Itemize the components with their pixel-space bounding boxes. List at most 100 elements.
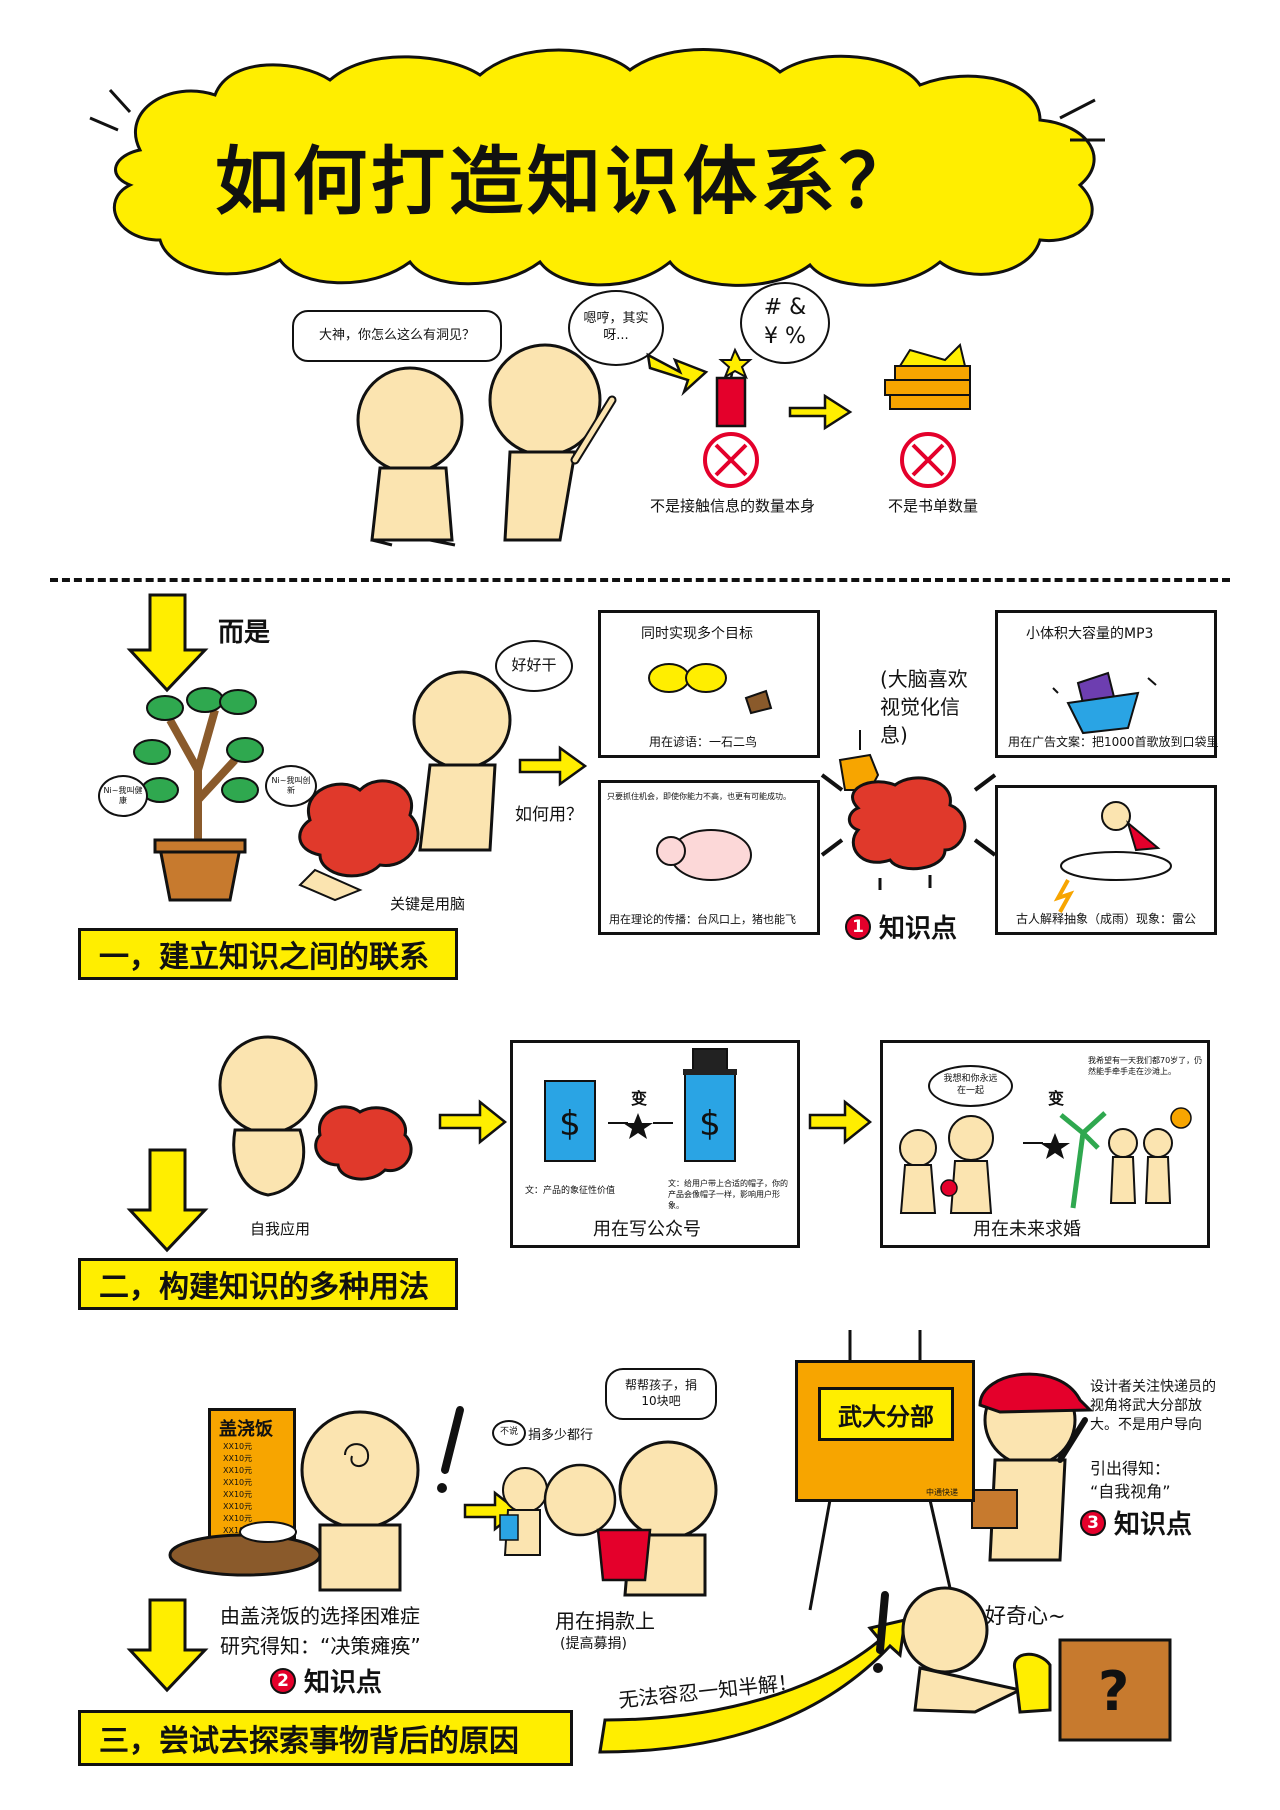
menu-item: XX10元 — [223, 1526, 253, 1535]
speech-bubble-propose-text: 我想和你永远在一起 — [943, 1074, 998, 1096]
section2-heading-text: 二，构建知识的多种用法 — [99, 1270, 429, 1305]
knowledge-point-3: 3 知识点 — [1080, 1504, 1192, 1541]
menu-item: XX10元 — [223, 1478, 253, 1487]
proposal-scene-icon — [899, 1107, 1192, 1214]
menu-item: XX10元 — [223, 1442, 253, 1451]
lead-out-1: 引出得知： — [1090, 1459, 1171, 1478]
panel-proposal: 我想和你永远在一起 变 我希望有一天我们都70岁了，仍然能手牵手走在沙滩上。 用… — [880, 1040, 1210, 1248]
speech-bubble-help-text: 帮帮孩子，捐10块吧 — [624, 1378, 697, 1408]
branch-sign-inner: 武大分部 — [818, 1387, 954, 1441]
section1-heading-text: 一，建立知识之间的联系 — [99, 940, 429, 975]
panel-wechat-caption: 用在写公众号 — [593, 1219, 701, 1240]
swear-symbols-line1: # & — [763, 295, 807, 321]
knowledge-point-2-label: 知识点 — [304, 1668, 383, 1698]
thunder-god-icon — [1053, 801, 1172, 913]
hat-text: 文：给用户带上合适的帽子，你的产品会像帽子一样，影响用户形象。 — [668, 1179, 788, 1210]
panel-birds-title: 同时实现多个目标 — [641, 626, 753, 642]
panel-mp3: 小体积大容量的MP3 用在广告文案：把1000首歌放到口袋里 — [995, 610, 1219, 758]
speech-bubble-question-text: 大神，你怎么这么有洞见？ — [318, 327, 475, 343]
speech-bubble-reply-text: 嗯哼，其实呀... — [583, 311, 649, 343]
page-title: 如何打造知识体系？ — [215, 139, 917, 225]
menu-item: XX10元 — [223, 1454, 253, 1463]
mystery-box-mark: ? — [1098, 1660, 1130, 1723]
menu-item: XX10元 — [223, 1514, 253, 1523]
caption-self-apply: 自我应用 — [250, 1220, 311, 1238]
hat-transformation-icon: $ $ — [544, 1048, 737, 1162]
mp3-pocket-icon — [1052, 671, 1157, 735]
speech-bubble-swearing: # & ¥ % — [740, 282, 830, 364]
knowledge-point-3-num: 3 — [1080, 1509, 1106, 1536]
speech-bubble-propose: 我想和你永远在一起 — [928, 1065, 1013, 1107]
tree-bubble-health-text: Ni~我叫健康 — [103, 785, 143, 805]
rice-caption-1: 由盖浇饭的选择困难症 — [220, 1604, 420, 1628]
panel-mp3-title: 小体积大容量的MP3 — [1026, 626, 1154, 642]
curious-label: 好奇心~ — [985, 1604, 1066, 1628]
branch-sign: 武大分部 中通快递 — [795, 1360, 975, 1502]
speech-bubble-question: 大神，你怎么这么有洞见？ — [292, 310, 502, 362]
panel-pig: 只要抓住机会，即使你能力不高，也更有可能成功。 用在理论的传播：台风口上，猪也能… — [598, 780, 820, 935]
donate-caption-1: 用在捐款上 — [555, 1609, 655, 1633]
product-value-text: 文：产品的象征性价值 — [525, 1186, 616, 1196]
knowledge-point-1: 1 知识点 — [845, 908, 957, 945]
rice-menu-items: XX10元 XX10元 XX10元 XX10元 XX10元 XX10元 XX10… — [223, 1441, 252, 1537]
knowledge-point-1-num: 1 — [845, 913, 871, 940]
svg-text:$: $ — [699, 1104, 721, 1144]
donate-any-text: 捐多少都行 — [528, 1428, 594, 1443]
lead-out-2: “自我视角” — [1090, 1482, 1171, 1501]
panel-pig-top: 只要抓住机会，即使你能力不高，也更有可能成功。 — [607, 792, 791, 801]
caption-use-brain: 关键是用脑 — [390, 895, 466, 913]
menu-item: XX10元 — [223, 1466, 253, 1475]
panel-pig-caption: 用在理论的传播：台风口上，猪也能飞 — [609, 913, 796, 926]
section1-heading: 一，建立知识之间的联系 — [78, 928, 458, 980]
panel-thunder-god: 古人解释抽象（成雨）现象：雷公 — [995, 785, 1217, 935]
section1-lead: 而是 — [218, 618, 271, 648]
menu-item: XX10元 — [223, 1490, 253, 1499]
tree-bubble-innovation-text: Ni~我叫创新 — [271, 775, 311, 795]
not-booklist-label: 不是书单数量 — [888, 497, 979, 515]
panel-wechat-writing: $ $ 变 文：产品的象征性价值 文：给用户带上合适的帽子，你的产品会像帽子一样… — [510, 1040, 800, 1248]
svg-text:$: $ — [559, 1104, 581, 1144]
menu-item: XX10元 — [223, 1502, 253, 1511]
speech-bubble-nosay: 不说 — [492, 1420, 526, 1446]
branch-sign-text: 武大分部 — [838, 1402, 934, 1431]
beach-text: 我希望有一天我们都70岁了，仍然能手牵手走在沙滩上。 — [1088, 1056, 1203, 1076]
donate-caption-2: (提高募捐) — [560, 1636, 627, 1652]
panel-birds-caption: 用在谚语：一石二鸟 — [649, 735, 758, 749]
knowledge-point-3-label: 知识点 — [1114, 1510, 1193, 1540]
how-to-use-label: 如何用？ — [515, 805, 583, 825]
knowledge-point-2-num: 2 — [270, 1667, 296, 1694]
tree-bubble-health: Ni~我叫健康 — [98, 775, 148, 817]
tree-bubble-innovation: Ni~我叫创新 — [265, 765, 317, 807]
speech-bubble-nosay-text: 不说 — [499, 1427, 518, 1438]
courier-text: 设计者关注快递员的视角将武大分部放大。不是用户导向 — [1090, 1379, 1216, 1433]
panel-mp3-caption: 用在广告文案：把1000首歌放到口袋里 — [1008, 735, 1219, 749]
knowledge-point-1-label: 知识点 — [879, 914, 958, 944]
section-divider — [50, 578, 1230, 582]
section2-heading: 二，构建知识的多种用法 — [78, 1258, 458, 1310]
speech-bubble-effort: 好好干 — [495, 640, 573, 692]
pig-icon — [656, 829, 752, 881]
speech-bubble-effort-text: 好好干 — [511, 656, 557, 675]
speech-bubble-reply: 嗯哼，其实呀... — [568, 290, 664, 366]
swear-symbols-line2: ¥ % — [764, 324, 806, 349]
birds-icon — [648, 663, 773, 715]
panel-birds: 同时实现多个目标 用在谚语：一石二鸟 — [598, 610, 820, 758]
section3-heading: 三，尝试去探索事物背后的原因 — [78, 1710, 573, 1766]
change-label-1: 变 — [631, 1089, 648, 1108]
not-info-amount-label: 不是接触信息的数量本身 — [650, 497, 816, 515]
change-label-2: 变 — [1048, 1089, 1065, 1108]
brain-visual-note: (大脑喜欢视觉化信息) — [880, 667, 968, 747]
speech-bubble-help: 帮帮孩子，捐10块吧 — [605, 1368, 717, 1420]
branch-sign-sub: 中通快递 — [926, 1488, 958, 1497]
panel-thunder-caption: 古人解释抽象（成雨）现象：雷公 — [1016, 912, 1197, 926]
knowledge-point-2: 2 知识点 — [270, 1662, 382, 1699]
rice-caption-2: 研究得知：“决策瘫痪” — [220, 1634, 421, 1658]
section3-heading-text: 三，尝试去探索事物背后的原因 — [99, 1724, 519, 1759]
